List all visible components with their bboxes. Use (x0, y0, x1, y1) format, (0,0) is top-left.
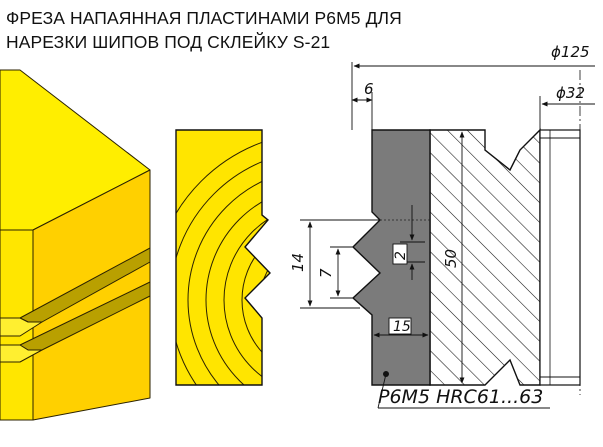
dim-profile-height: 14 (289, 253, 307, 272)
dim-outer-diameter: ϕ125 (551, 43, 590, 61)
dim-bore-diameter: ϕ32 (556, 84, 585, 102)
dim-tooth-depth: 2 (393, 251, 409, 260)
dim-insert-width-box (388, 317, 412, 335)
insert-leader-dot (383, 371, 389, 377)
title-line-2: НАРЕЗКИ ШИПОВ ПОД СКЛЕЙКУ S-21 (6, 32, 331, 52)
dimension-labels: ϕ125 6 ϕ32 14 7 2 50 15 Р6М5 HRC61...63 (289, 43, 590, 408)
glued-block-3d (0, 69, 151, 421)
wood-profile-fill (176, 130, 270, 385)
dim-top-offset: 6 (364, 80, 374, 98)
dim-pitch: 7 (317, 268, 335, 278)
bore-area (539, 129, 581, 386)
cutter-section (351, 70, 581, 395)
dim-body-height: 50 (442, 249, 460, 268)
page-title: ФРЕЗА НАПАЯННАЯ ПЛАСТИНАМИ Р6М5 ДЛЯ НАРЕ… (6, 6, 402, 54)
material-label: Р6М5 HRC61...63 (378, 386, 543, 408)
dim-insert-width: 15 (393, 319, 411, 335)
title-line-1: ФРЕЗА НАПАЯННАЯ ПЛАСТИНАМИ Р6М5 ДЛЯ (6, 8, 402, 28)
p6m5-insert (351, 129, 431, 386)
dim-tooth-depth-box (392, 243, 408, 265)
